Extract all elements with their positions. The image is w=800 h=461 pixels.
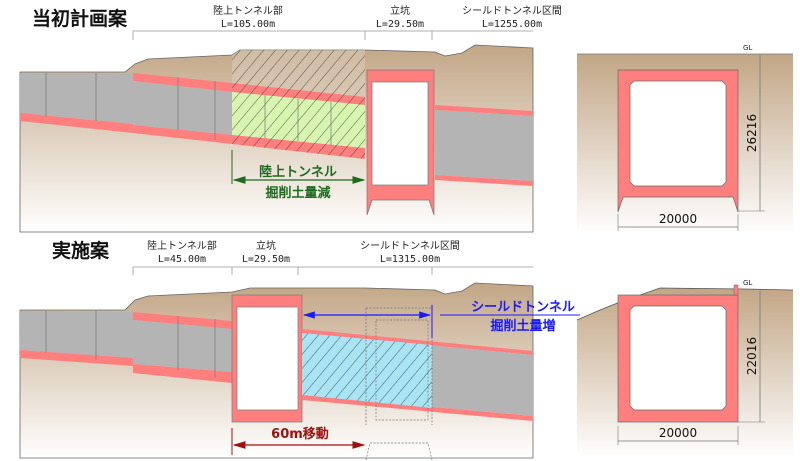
section-name: 立坑: [390, 4, 410, 17]
gl-label: GL: [743, 44, 752, 52]
section-name: 立坑: [256, 239, 276, 252]
height-dimension: 26216: [745, 114, 759, 152]
move-annotation: 60m移動: [231, 426, 366, 455]
annotation-line2: 掘削土量増: [490, 318, 555, 334]
section-length: L=1255.00m: [482, 19, 542, 30]
increased-excavation-zone: [302, 333, 432, 408]
annotation-line1: シールドトンネル: [471, 300, 575, 315]
vertical-shaft: [231, 294, 303, 423]
section-name: シールドトンネル区間: [462, 5, 562, 17]
height-dimension: 22016: [745, 337, 759, 375]
section-labels: 陸上トンネル部 L=45.00m 立坑 L=29.50m シールドトンネル区間 …: [132, 239, 533, 275]
shield-tunnel: [435, 105, 533, 186]
section-length: L=29.50m: [242, 254, 290, 265]
initial-plan-panel: 当初計画案 陸上トンネル部 L=105.00m 立坑 L=29.50m シールド…: [19, 4, 562, 233]
section-labels: 陸上トンネル部 L=105.00m 立坑 L=29.50m シールドトンネル区間…: [132, 4, 562, 40]
section-length: L=105.00m: [221, 19, 275, 30]
annotation-line1: 陸上トンネル: [259, 164, 337, 180]
cut-and-cover-tunnel: [20, 73, 232, 144]
vertical-shaft: [366, 69, 435, 216]
section-length: L=29.50m: [376, 19, 424, 30]
section-length: L=1315.00m: [380, 254, 440, 265]
gl-label: GL: [743, 279, 752, 287]
annotation-line2: 掘削土量減: [265, 185, 330, 201]
section-name: 陸上トンネル部: [213, 4, 283, 17]
reduced-excavation-zone: [232, 50, 365, 159]
section-name: 陸上トンネル部: [147, 239, 217, 252]
width-dimension: 20000: [659, 212, 697, 226]
reduction-annotation: 陸上トンネル 掘削土量減: [231, 150, 366, 201]
initial-plan-title: 当初計画案: [32, 7, 128, 30]
move-label: 60m移動: [271, 426, 329, 442]
section-length: L=45.00m: [158, 254, 206, 265]
width-dimension: 20000: [659, 426, 697, 440]
section-bracket: [132, 30, 533, 40]
implemented-plan-panel: 実施案 陸上トンネル部 L=45.00m 立坑 L=29.50m シールドトンネ…: [19, 239, 580, 461]
increase-annotation: シールドトンネル 掘削土量増: [302, 300, 580, 338]
implemented-cross-section: GL 22016 20000: [576, 279, 794, 458]
original-shaft-outline: [365, 307, 433, 461]
implemented-plan-title: 実施案: [52, 239, 110, 262]
cut-and-cover-tunnel: [20, 311, 232, 383]
initial-cross-section: GL 26216 20000: [577, 44, 793, 235]
section-name: シールドトンネル区間: [360, 240, 460, 252]
